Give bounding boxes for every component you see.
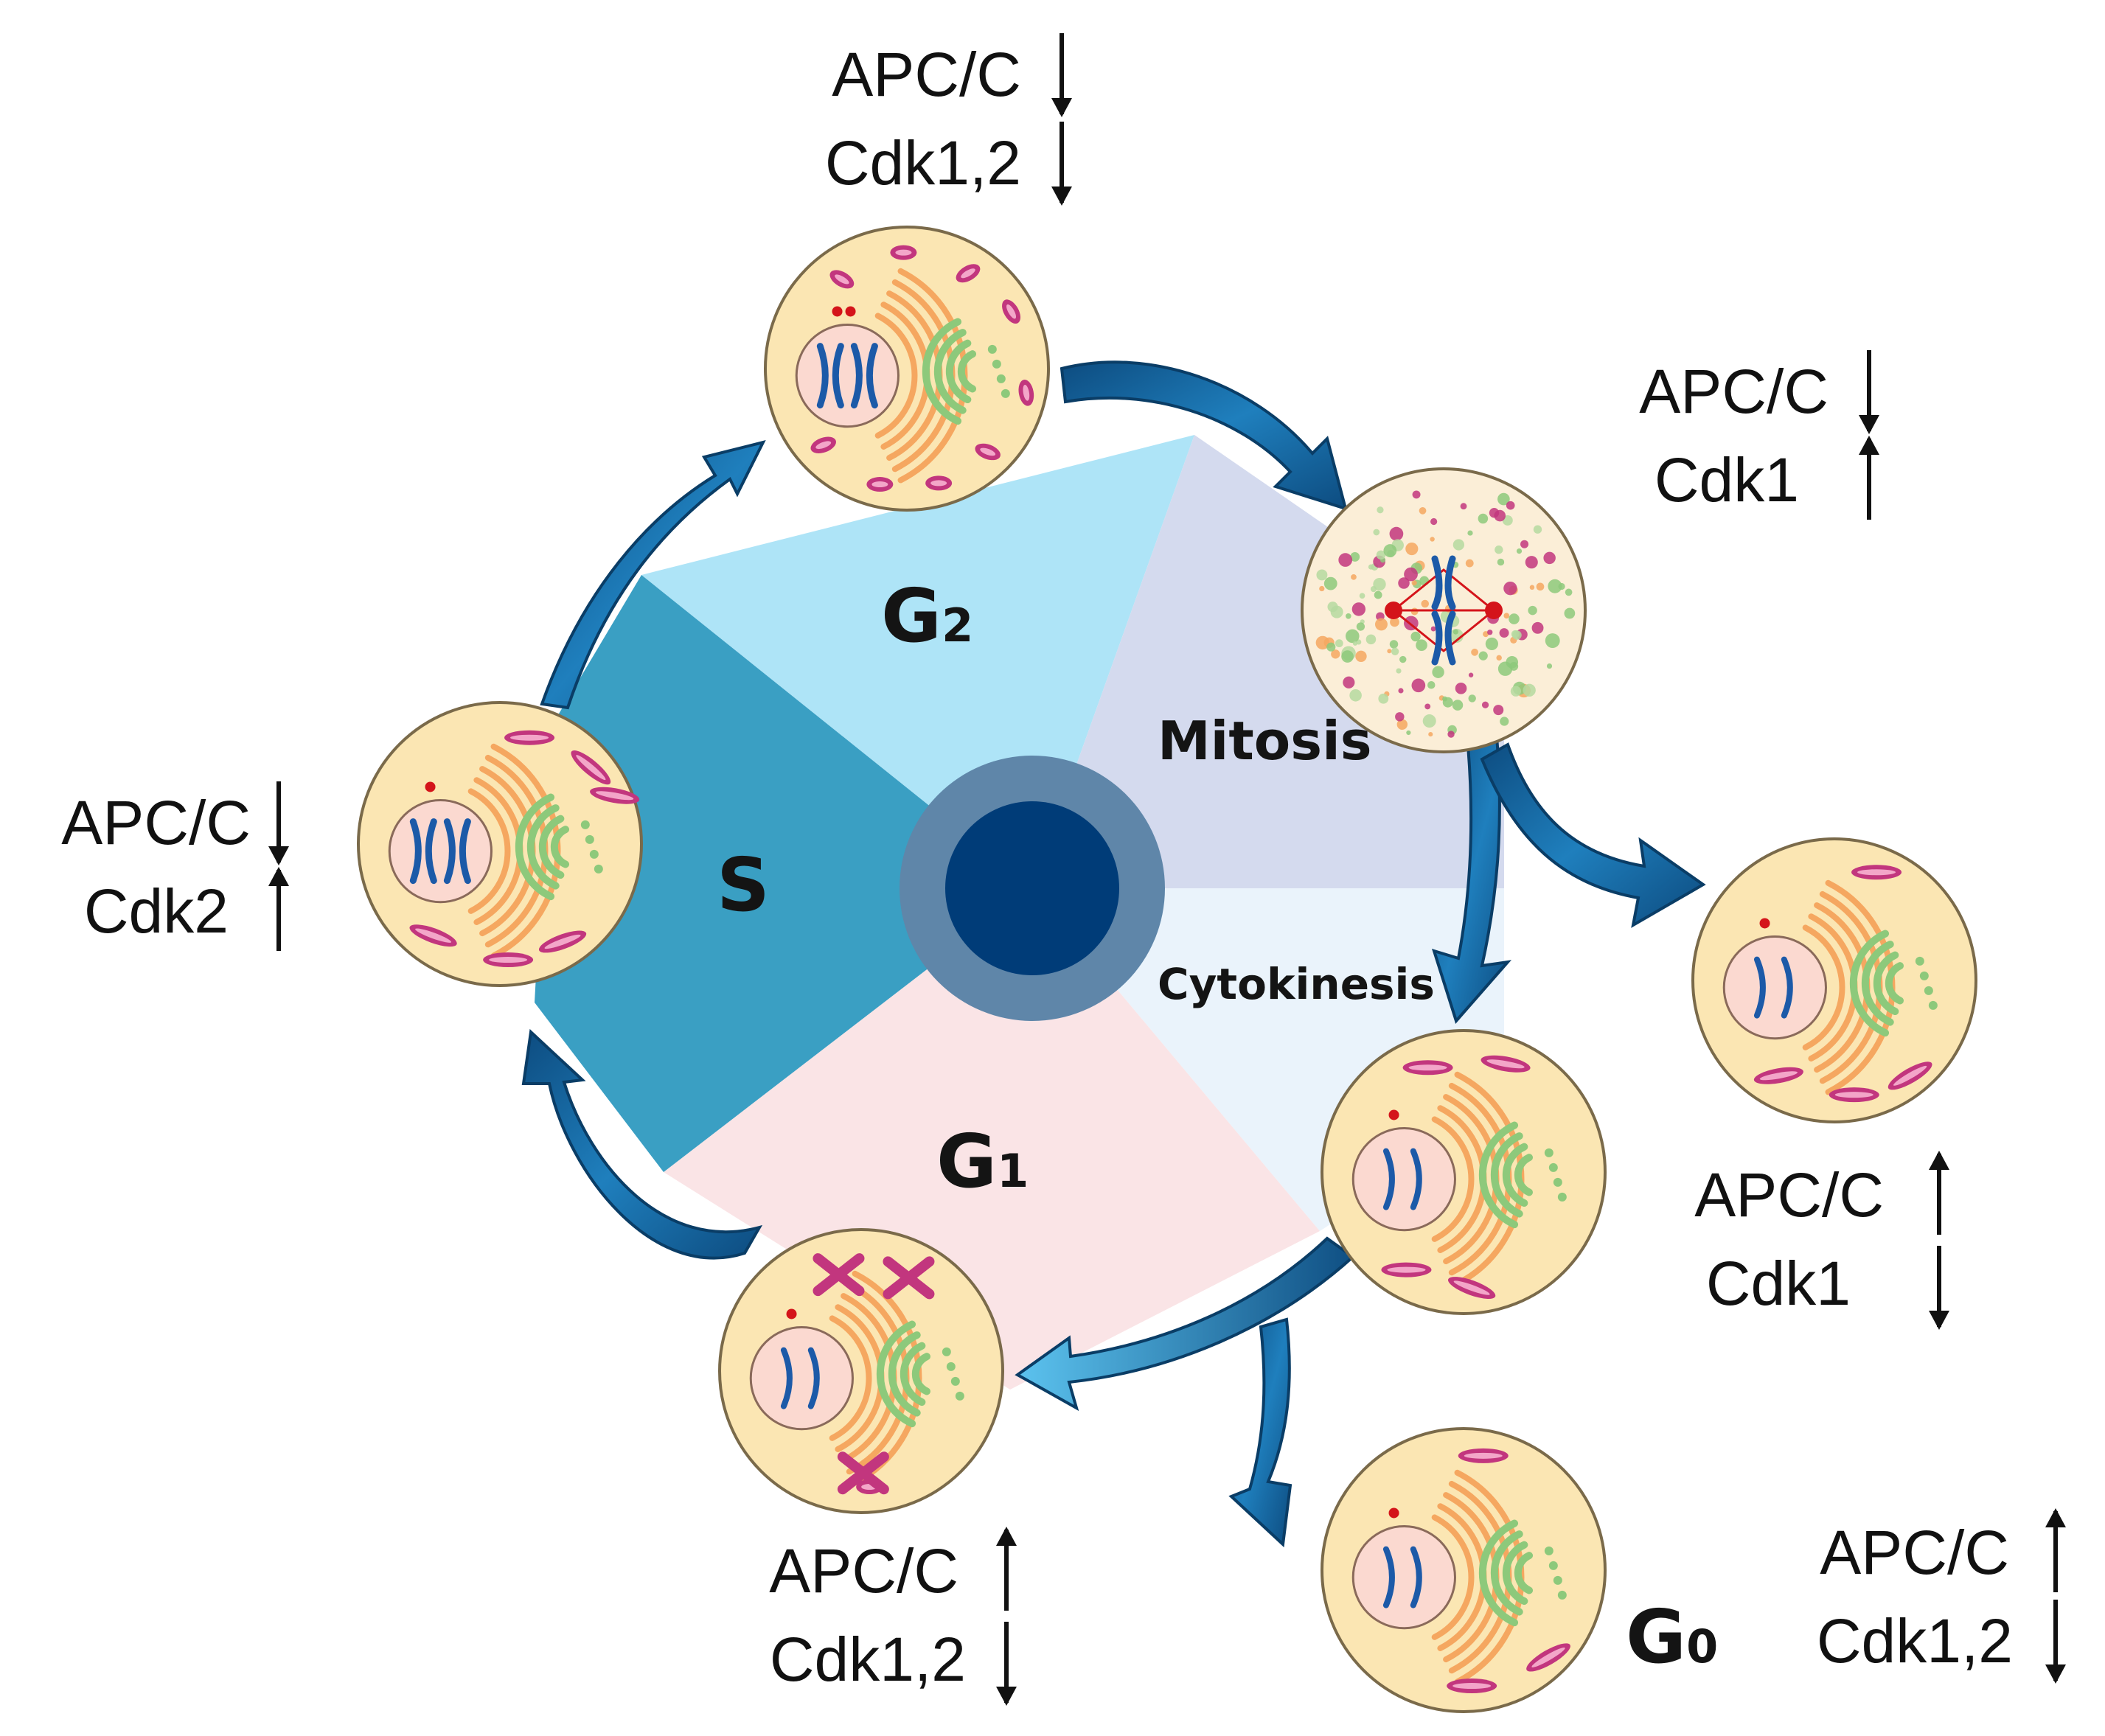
cell-cytokinesis [1321,1029,1607,1315]
cell-membrane [764,226,1050,512]
cell-membrane [718,1228,1004,1514]
arrow-s-to-g2 [540,440,766,710]
phase-labels: G2 Mitosis S Cytokinesis G1 G0 [717,573,1718,1680]
chromosomes [409,818,471,885]
golgi [515,793,603,901]
spindle-pole [1485,602,1503,619]
nucleus [749,1325,854,1431]
reg-g1-cdk-down-arrow [996,1622,1017,1706]
reg-mitosis-apc-down-arrow [1859,350,1879,434]
reg-top-apc-down-arrow [1051,33,1072,117]
cell-daughter [1691,837,1977,1123]
reg-daughter-cdk: Cdk1 [1706,1249,1851,1318]
reg-g1-apc-up-arrow [996,1527,1017,1611]
phase-label-cytokinesis: Cytokinesis [1158,959,1435,1009]
chromosomes [1431,555,1456,666]
phase-label-mitosis: Mitosis [1158,710,1372,772]
arrow-cytokinesis-to-g1 [1015,1236,1356,1412]
wedge-s [535,575,1032,1172]
hub-inner-circle [945,801,1119,975]
reg-top-cdk: Cdk1,2 [825,128,1021,198]
reg-daughter-apc: APC/C [1694,1160,1884,1230]
centriole [845,306,856,317]
mitochondria [1447,1448,1570,1694]
centriole [1759,918,1770,929]
golgi [1478,1121,1567,1229]
arrow-cytokinesis-to-g0 [1228,1317,1292,1548]
reg-g0-apc-up-arrow [2045,1508,2066,1592]
nucleus [1351,1126,1456,1232]
arrow-mitosis-to-daughter [1480,742,1706,928]
chromosomes [780,1347,820,1409]
reg-s-apc: APC/C [61,788,251,857]
centriole [1388,1109,1399,1120]
mitochondria [1381,1055,1531,1299]
reg-g1-cdk: Cdk1,2 [770,1625,966,1694]
nucleus [1351,1524,1456,1630]
golgi [1849,930,1938,1037]
centriole [786,1308,797,1320]
golgi [876,1320,964,1428]
phase-label-g0: G0 [1626,1594,1718,1680]
spindle-pole [1385,602,1402,619]
nucleus [1722,935,1827,1040]
cell-membrane [1691,837,1977,1123]
mitochondria [813,1253,935,1495]
cytoplasm-speckles [1315,490,1576,738]
centriole [832,306,843,317]
mitochondria [409,730,640,968]
mitotic-spindle [1385,555,1503,666]
cell-s [357,701,643,987]
reg-g0-apc: APC/C [1820,1518,2009,1587]
reg-s-cdk-up-arrow [268,867,289,951]
regulator-arrows [268,33,2066,1706]
reg-top-cdk-down-arrow [1051,122,1072,206]
arrow-mitosis-to-cytokinesis [1431,736,1512,1024]
cell-g1 [718,1228,1004,1514]
reg-top-apc: APC/C [832,40,1021,109]
chromosomes [1753,956,1793,1019]
regulator-labels: APC/C Cdk1,2 APC/C Cdk1 APC/C Cdk2 APC/C… [61,40,2013,1694]
mitochondria [1753,865,1932,1103]
phase-label-g1: G1 [936,1118,1029,1205]
reg-daughter-cdk-down-arrow [1929,1246,1949,1330]
arrow-g1-to-s [521,1028,763,1260]
reg-g1-apc: APC/C [769,1536,958,1606]
reg-mitosis-apc: APC/C [1639,357,1829,426]
golgi [922,318,1010,425]
reg-s-apc-down-arrow [268,781,289,865]
cell-mitosis [1301,467,1587,753]
wedge-mitosis [1032,435,1504,888]
chromosomes [1382,1546,1422,1608]
reg-daughter-apc-up-arrow [1929,1151,1949,1235]
cell-membrane [1321,1427,1607,1713]
cell-membrane [1321,1029,1607,1315]
cell-g2 [764,226,1050,512]
cell-g0 [1321,1427,1607,1713]
phase-label-g2: G2 [881,573,973,659]
reg-mitosis-cdk: Cdk1 [1655,445,1799,515]
centriole [1388,1507,1399,1519]
chromosomes [1382,1148,1422,1210]
golgi [1478,1519,1567,1627]
phase-label-s: S [717,842,770,928]
center-hub [900,756,1165,1021]
reg-mitosis-cdk-up-arrow [1859,436,1879,520]
mitochondria [810,245,1034,492]
reg-g0-cdk-down-arrow [2045,1600,2066,1684]
reg-s-cdk: Cdk2 [84,876,229,946]
nucleus [795,323,900,428]
chromosomes [816,343,878,409]
cell-membrane [357,701,643,987]
cells [357,226,1977,1713]
reg-g0-cdk: Cdk1,2 [1817,1606,2013,1676]
centriole [425,781,436,792]
nucleus [388,798,493,904]
